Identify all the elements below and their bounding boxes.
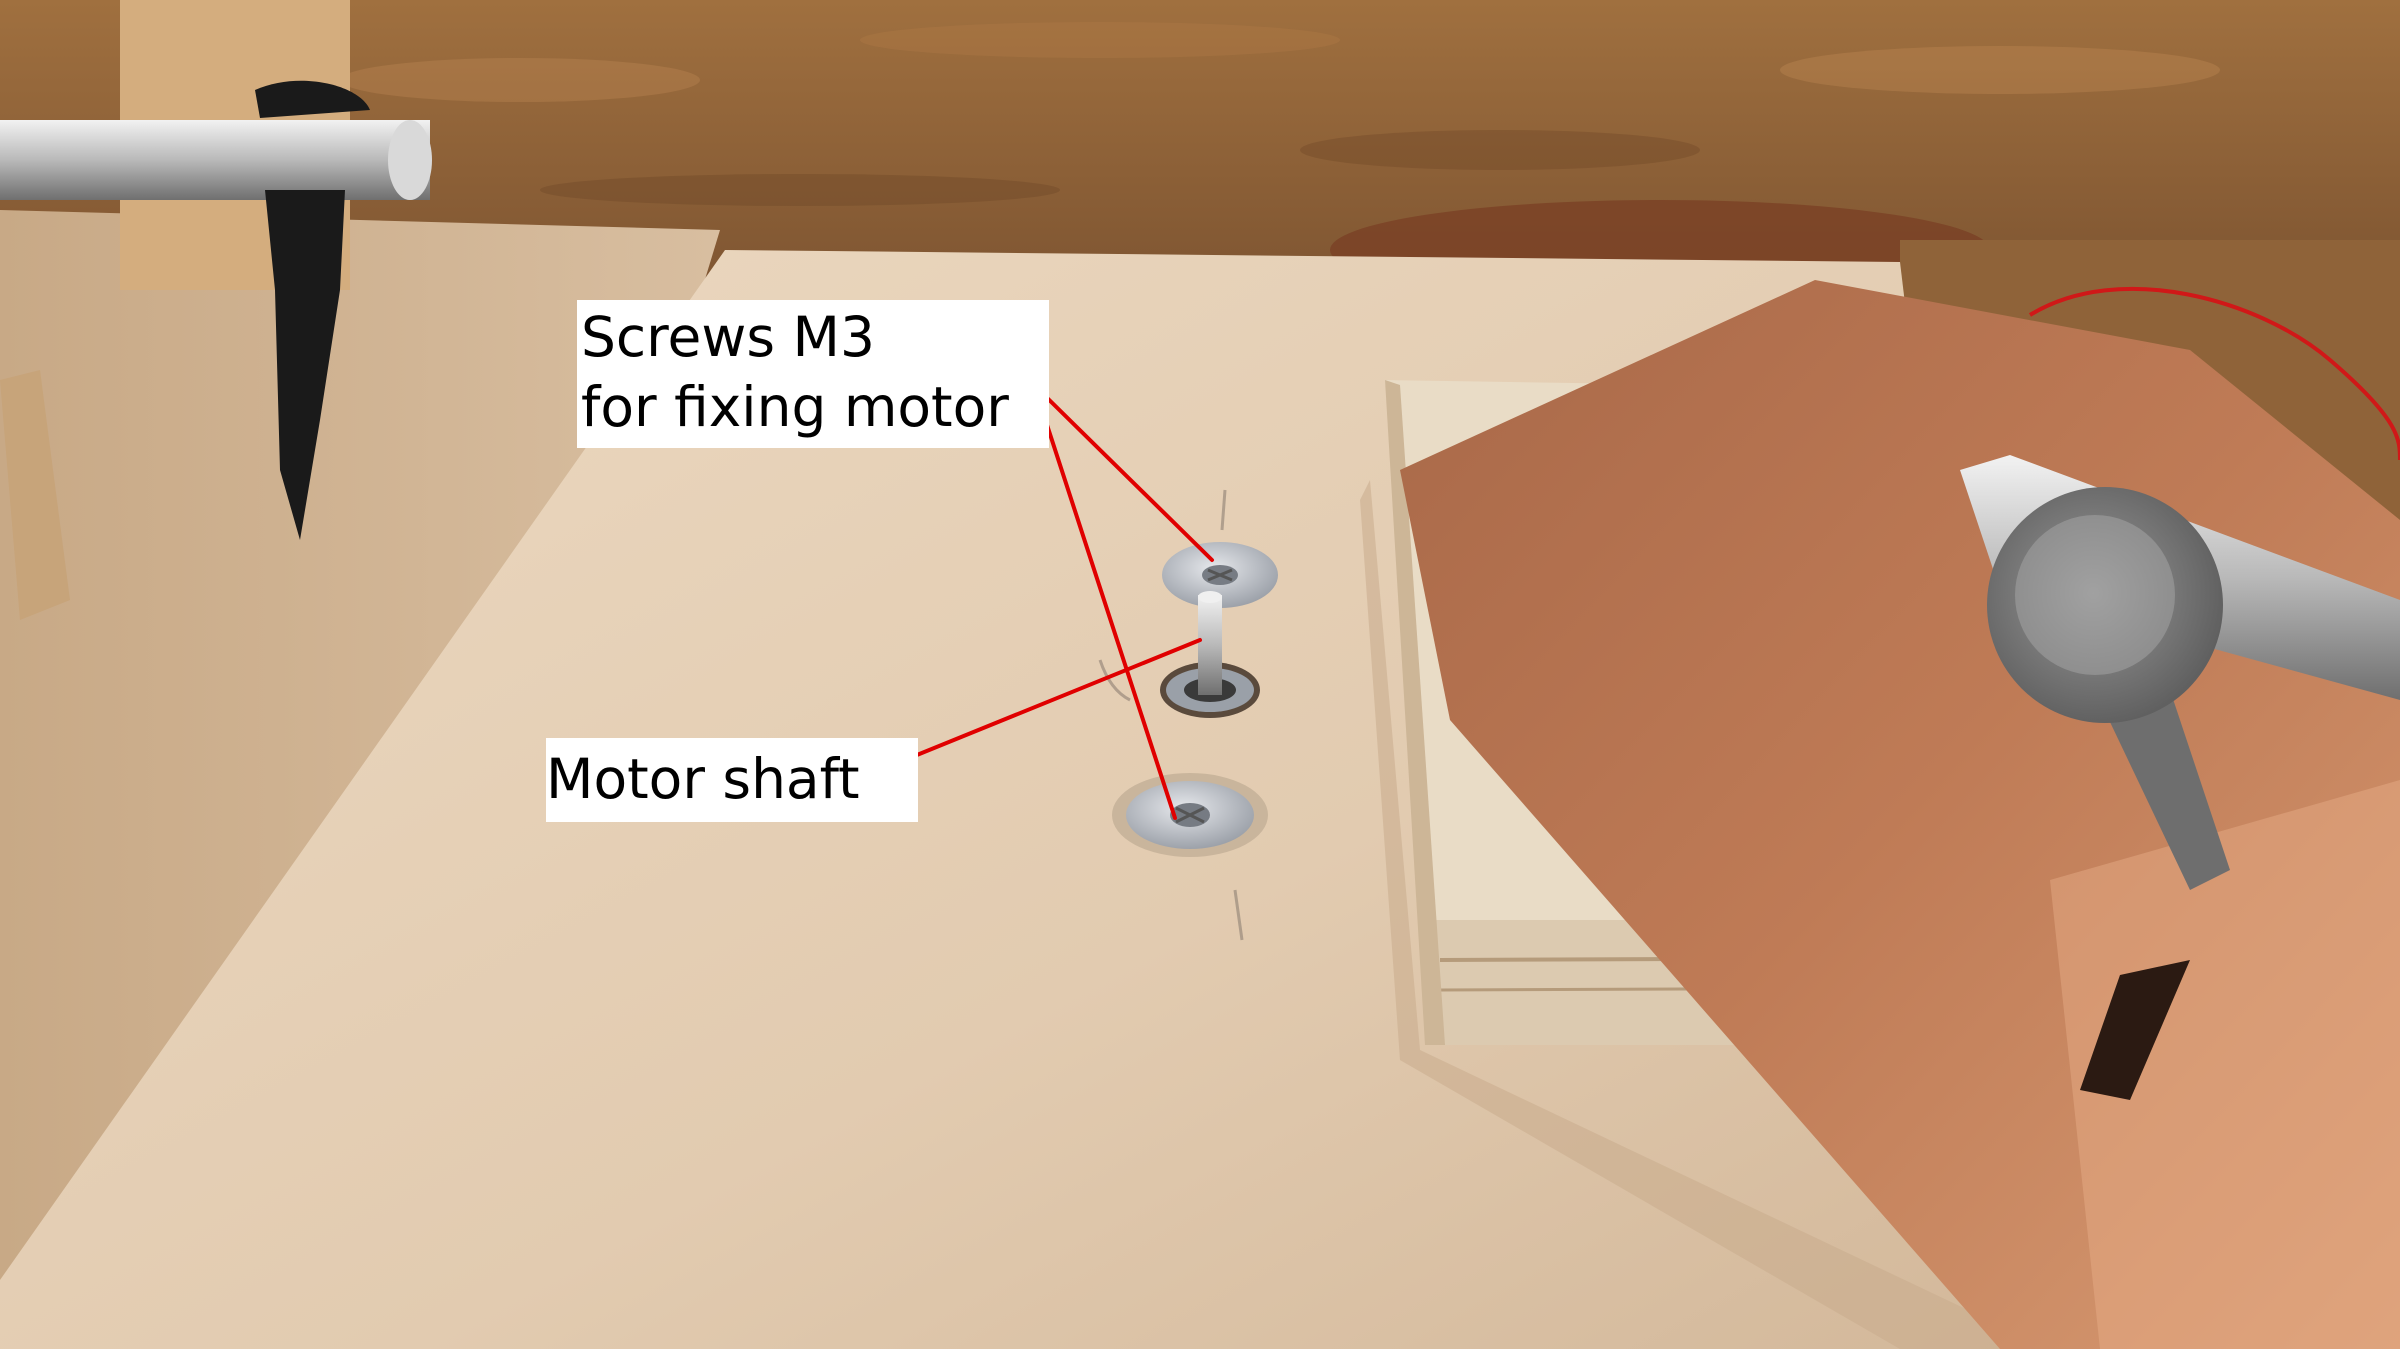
wood-leg [0,370,70,620]
board-shadow [1360,480,2050,1349]
soldering-iron-left [0,80,432,540]
lower-screw-washer [1112,773,1268,857]
soldering-iron-right [1960,455,2400,890]
motor-shaft-callout-label: Motor shaft [546,738,918,822]
copper-highlight [2050,780,2400,1349]
red-wire [2028,286,2400,461]
annotation-lines [878,383,1214,820]
screws-callout-label: Screws M3 for fixing motor [577,300,1049,448]
motor-shaft-pin [1198,591,1222,695]
upper-screw-washer [1162,542,1278,608]
copper-notch [2080,960,2190,1100]
leader-screw-lower [1032,383,1177,820]
pencil-marks [1098,489,1244,941]
leader-shaft [878,638,1202,772]
leader-screw-upper [1032,383,1214,562]
